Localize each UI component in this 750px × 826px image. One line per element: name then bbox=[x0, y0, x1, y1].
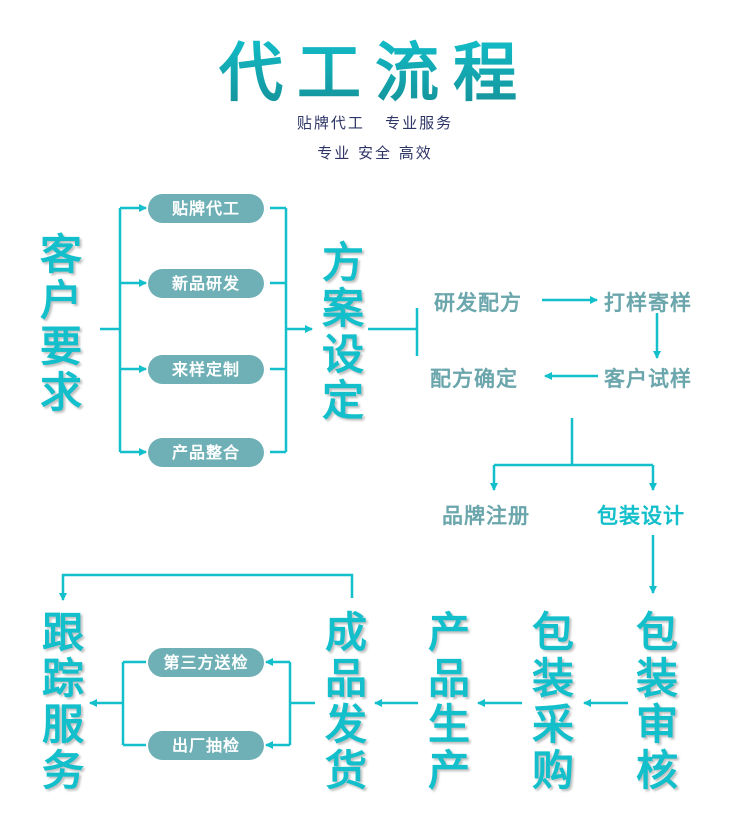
stage-production: 产品生产 bbox=[427, 608, 470, 795]
stage-shipment: 成品发货 bbox=[324, 608, 367, 795]
option-pill: 贴牌代工 bbox=[148, 194, 264, 223]
stage-customer-request: 客户要求 bbox=[39, 230, 82, 417]
stage-tracking-service: 跟踪服务 bbox=[41, 608, 84, 795]
step-rd-formula: 研发配方 bbox=[434, 291, 522, 315]
option-pill: 新品研发 bbox=[148, 269, 264, 298]
inspection-pill: 第三方送检 bbox=[148, 648, 264, 677]
subtitle-line-2: 专业 安全 高效 bbox=[317, 144, 433, 162]
step-formula-confirm: 配方确定 bbox=[430, 367, 518, 391]
step-sample-send: 打样寄样 bbox=[604, 291, 692, 315]
inspection-pill: 出厂抽检 bbox=[148, 731, 264, 760]
step-customer-trial: 客户试样 bbox=[604, 367, 692, 391]
subtitle-line-1: 贴牌代工 专业服务 bbox=[296, 114, 454, 132]
stage-packaging-purchase: 包装采购 bbox=[531, 608, 574, 795]
page-title: 代工流程 bbox=[0, 22, 750, 114]
step-packaging-design: 包装设计 bbox=[597, 504, 685, 528]
stage-packaging-review: 包装审核 bbox=[635, 608, 678, 795]
stage-plan-setting: 方案设定 bbox=[321, 238, 364, 425]
option-pill: 产品整合 bbox=[148, 438, 264, 467]
step-brand-registration: 品牌注册 bbox=[442, 504, 530, 528]
option-pill: 来样定制 bbox=[148, 355, 264, 384]
